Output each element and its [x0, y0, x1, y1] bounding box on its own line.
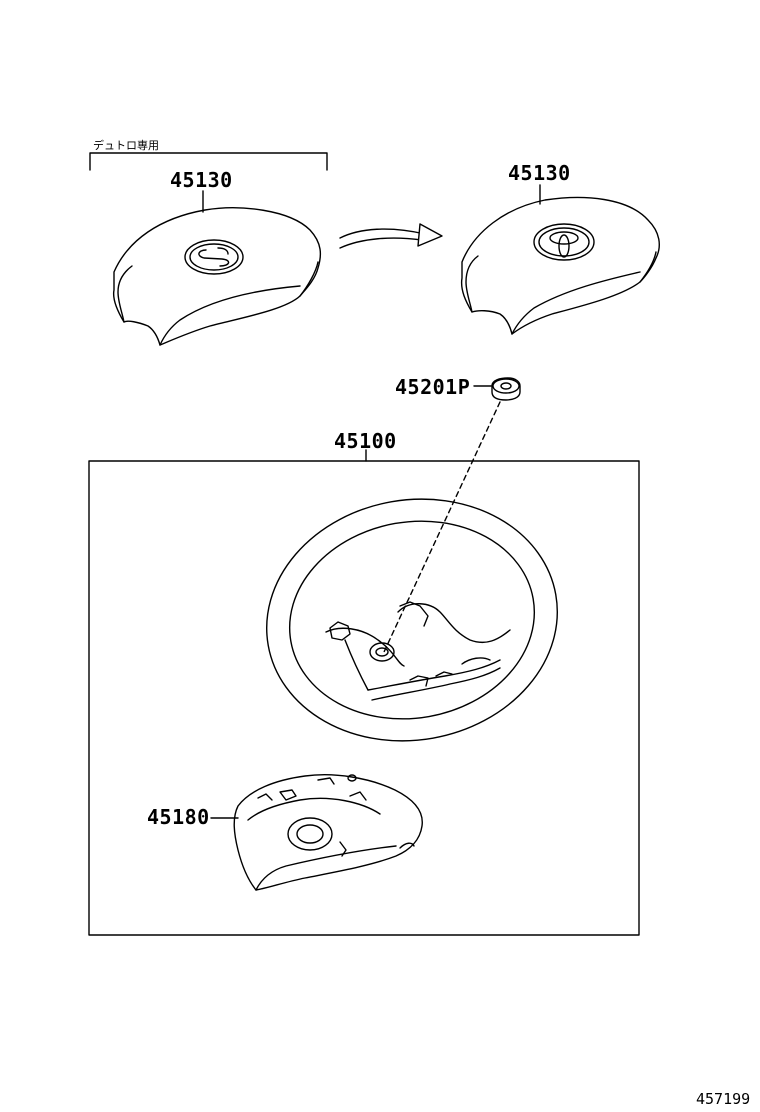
exclusive-note: デュトロ専用: [93, 139, 159, 152]
exclusive-bracket: [90, 153, 327, 170]
change-arrow: [340, 224, 442, 248]
toyota-emblem-icon: [534, 224, 594, 260]
part-number-lower-cover: 45180: [147, 805, 210, 829]
part-number-wheel-assembly: 45100: [334, 429, 397, 453]
part-number-cover-old: 45130: [170, 168, 233, 192]
steering-wheel: [247, 476, 576, 763]
lower-cover-part: [211, 775, 422, 890]
illustration-code: 457199: [696, 1090, 751, 1108]
screw-mount-line: [384, 402, 500, 652]
horn-pad-cover-old: [114, 208, 321, 345]
screw-part: [474, 378, 520, 400]
horn-pad-cover-new: [462, 197, 660, 334]
part-number-cover-new: 45130: [508, 161, 571, 185]
toyota-s-emblem-icon: [185, 240, 243, 274]
assembly-frame: [89, 461, 639, 935]
part-number-screw: 45201P: [395, 375, 471, 399]
